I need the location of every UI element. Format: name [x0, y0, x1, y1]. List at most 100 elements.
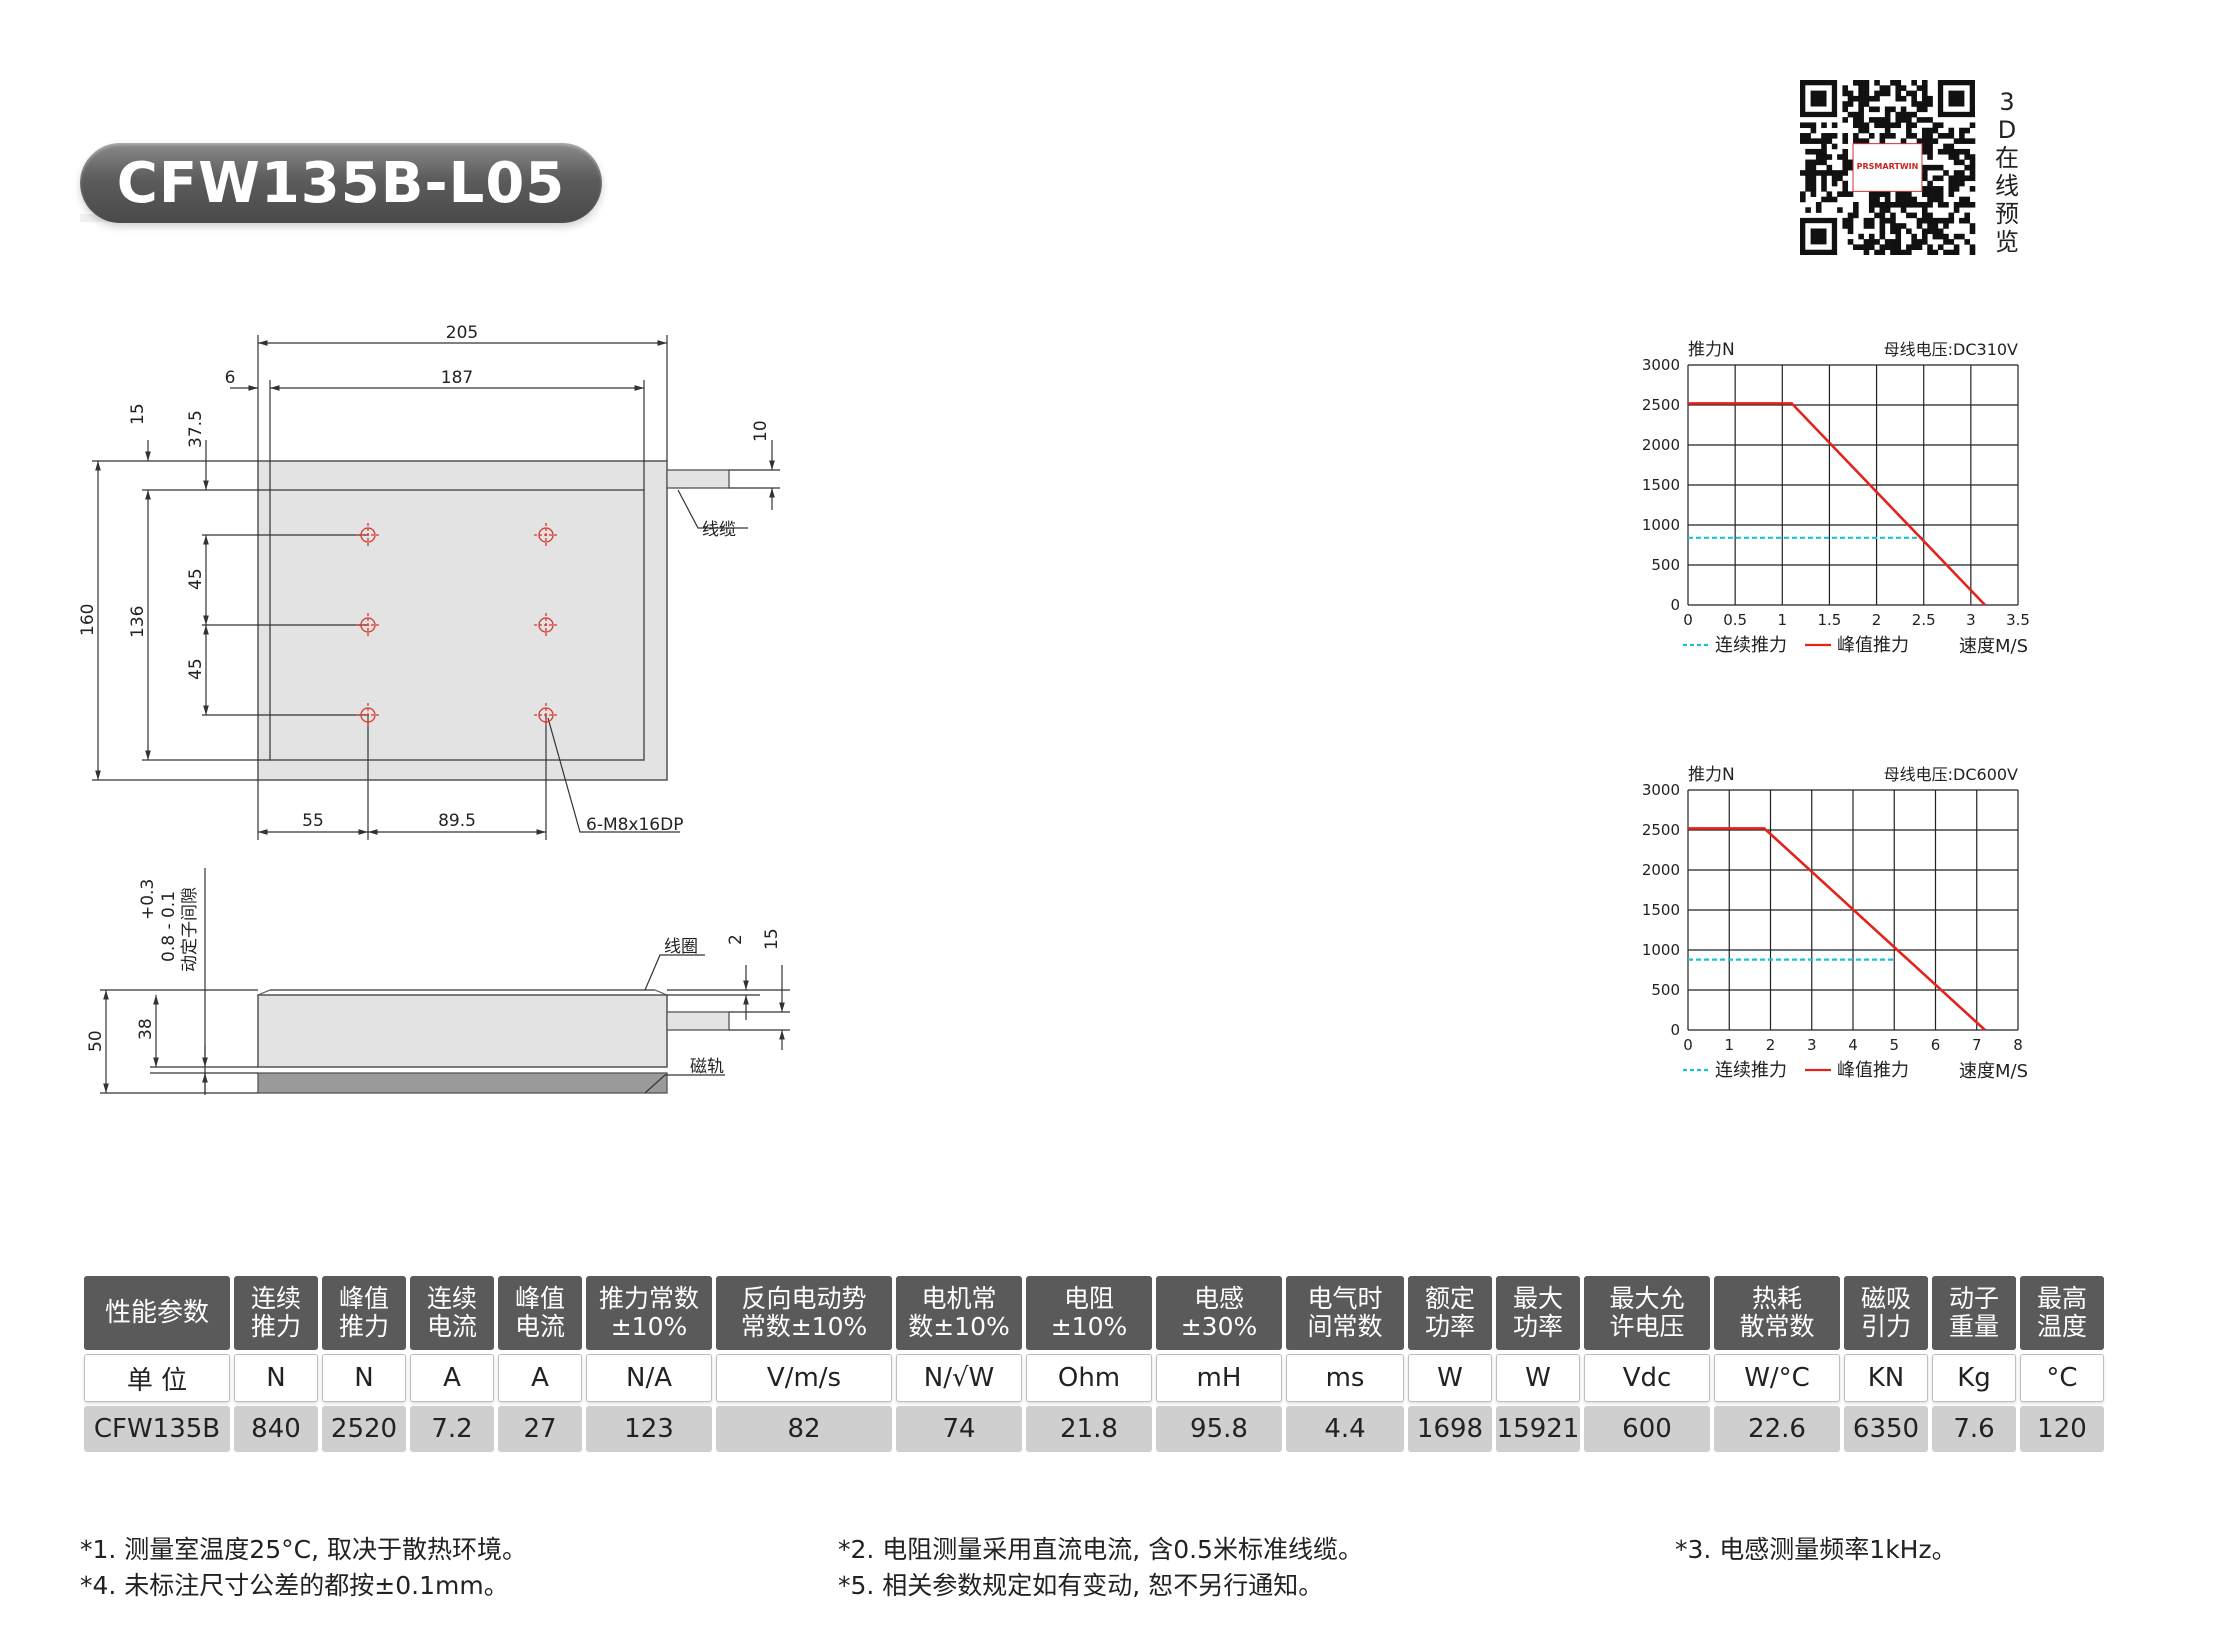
spec-header-line: 引力 [1860, 1312, 1911, 1341]
spec-header-line: 功率 [1424, 1312, 1475, 1341]
gap-tol-main: 0.8 - 0.1 [159, 891, 179, 962]
spec-header-line: 推力常数 [598, 1284, 699, 1313]
qr-caption-char: 3 [1999, 88, 2015, 116]
spec-header-cell: 电感±30% [1156, 1276, 1282, 1350]
legend-label: 峰值推力 [1837, 1060, 1909, 1081]
spec-header-line: 数±10% [908, 1312, 1010, 1341]
y-tick-label: 3000 [1642, 356, 1680, 374]
side-rail [257, 1072, 668, 1094]
spec-unit-cell: °C [2020, 1354, 2104, 1402]
spec-header-cell: 电气时间常数 [1286, 1276, 1404, 1350]
series-line [1688, 827, 1986, 1031]
spec-header-line: 电机常 [921, 1284, 997, 1313]
spec-unit-cell: N [234, 1354, 318, 1402]
chart-title: 母线电压:DC600V [1884, 765, 2018, 784]
spec-value-cell: 74 [896, 1406, 1022, 1452]
spec-header-row: 性能参数连续推力峰值推力连续电流峰值电流推力常数±10%反向电动势常数±10%电… [84, 1276, 2104, 1350]
note-4: *4. 未标注尺寸公差的都按±0.1mm。 [80, 1571, 509, 1600]
dim-205: 205 [446, 323, 478, 343]
spec-value-cell: 6350 [1844, 1406, 1928, 1452]
note-1: *1. 测量室温度25°C, 取决于散热环境。 [80, 1535, 527, 1564]
spec-header-cell: 额定功率 [1408, 1276, 1492, 1350]
y-tick-label: 2500 [1642, 396, 1680, 414]
dim-55: 55 [302, 811, 324, 831]
spec-header-line: ±10% [610, 1312, 688, 1341]
note-2: *2. 电阻测量采用直流电流, 含0.5米标准线缆。 [838, 1535, 1363, 1564]
qr-code-icon: PRSMARTWIN [1800, 80, 1980, 256]
spec-header-cell: 最高温度 [2020, 1276, 2104, 1350]
spec-header-line: 电阻 [1063, 1284, 1114, 1313]
top-view-drawing: 205 187 6 15 37.5 10 160 136 45 45 55 89… [78, 323, 780, 840]
spec-header-line: 散常数 [1739, 1312, 1815, 1341]
spec-header-line: 重量 [1948, 1312, 1999, 1341]
spec-header-line: 热耗 [1751, 1284, 1802, 1313]
x-tick-label: 1 [1778, 611, 1788, 629]
label-rail: 磁轨 [690, 1057, 724, 1077]
spec-unit-cell: N/A [586, 1354, 712, 1402]
spec-header-cell: 电机常数±10% [896, 1276, 1022, 1350]
spec-header-cell: 峰值电流 [498, 1276, 582, 1350]
spec-header-line: 反向电动势 [741, 1284, 867, 1313]
spec-header-line: ±30% [1180, 1312, 1258, 1341]
spec-header-cell: 推力常数±10% [586, 1276, 712, 1350]
qr-caption-char: 览 [1995, 228, 2019, 256]
spec-header-cell: 动子重量 [1932, 1276, 2016, 1350]
spec-header-cell: 磁吸引力 [1844, 1276, 1928, 1350]
page-title: CFW135B-L05 [116, 150, 566, 216]
spec-value-cell: 840 [234, 1406, 318, 1452]
spec-header-cell: 最大功率 [1496, 1276, 1580, 1350]
x-tick-label: 2 [1872, 611, 1882, 629]
dim-89-5: 89.5 [438, 811, 476, 831]
spec-header-cell: 连续电流 [410, 1276, 494, 1350]
spec-value-cell: 2520 [322, 1406, 406, 1452]
spec-value-cell: 15921 [1496, 1406, 1580, 1452]
spec-header-line: 性能参数 [104, 1298, 209, 1328]
chart-title: 母线电压:DC310V [1884, 340, 2018, 359]
dim-160: 160 [78, 604, 98, 636]
x-tick-label: 1 [1724, 1036, 1734, 1054]
y-tick-label: 3000 [1642, 781, 1680, 799]
x-tick-label: 0.5 [1723, 611, 1747, 629]
spec-header-line: 磁吸 [1860, 1284, 1911, 1313]
x-tick-label: 2.5 [1912, 611, 1936, 629]
spec-value-cell: 7.6 [1932, 1406, 2016, 1452]
y-tick-label: 0 [1670, 596, 1680, 614]
spec-header-cell: 热耗散常数 [1714, 1276, 1840, 1350]
x-tick-label: 5 [1889, 1036, 1899, 1054]
spec-value-cell: 1698 [1408, 1406, 1492, 1452]
x-tick-label: 4 [1848, 1036, 1858, 1054]
note-5: *5. 相关参数规定如有变动, 恕不另行通知。 [838, 1571, 1324, 1600]
x-tick-label: 0 [1683, 611, 1693, 629]
spec-header-cell: 峰值推力 [322, 1276, 406, 1350]
x-tick-label: 8 [2013, 1036, 2023, 1054]
qr-caption-char: 预 [1995, 200, 2019, 228]
spec-unit-cell: V/m/s [716, 1354, 892, 1402]
dim-15-side: 15 [762, 928, 782, 950]
spec-header-line: 最大允 [1609, 1284, 1685, 1313]
spec-unit-cell: W/°C [1714, 1354, 1840, 1402]
spec-unit-cell: N/√W [896, 1354, 1022, 1402]
spec-header-line: 电流 [426, 1312, 477, 1341]
spec-value-cell: 7.2 [410, 1406, 494, 1452]
dim-187: 187 [441, 368, 473, 388]
spec-header-line: 推力 [250, 1312, 301, 1341]
spec-header-line: 温度 [2036, 1312, 2087, 1341]
dim-37-5: 37.5 [186, 410, 206, 448]
qr-code[interactable]: PRSMARTWIN [1800, 80, 1980, 256]
dim-15: 15 [128, 403, 148, 425]
dim-10: 10 [751, 420, 771, 442]
side-coil [257, 994, 668, 1068]
x-tick-label: 6 [1931, 1036, 1941, 1054]
spec-value-cell: 120 [2020, 1406, 2104, 1452]
y-tick-label: 500 [1651, 556, 1680, 574]
gap-label: 动定子间隙 [180, 887, 200, 972]
dim-136: 136 [128, 606, 148, 638]
spec-header-cell: 反向电动势常数±10% [716, 1276, 892, 1350]
spec-header-line: 动子 [1948, 1284, 1999, 1313]
y-tick-label: 2000 [1642, 436, 1680, 454]
gap-tol-plus: +0.3 [138, 879, 158, 920]
dim-45-upper: 45 [186, 568, 206, 590]
dim-6: 6 [225, 368, 236, 388]
